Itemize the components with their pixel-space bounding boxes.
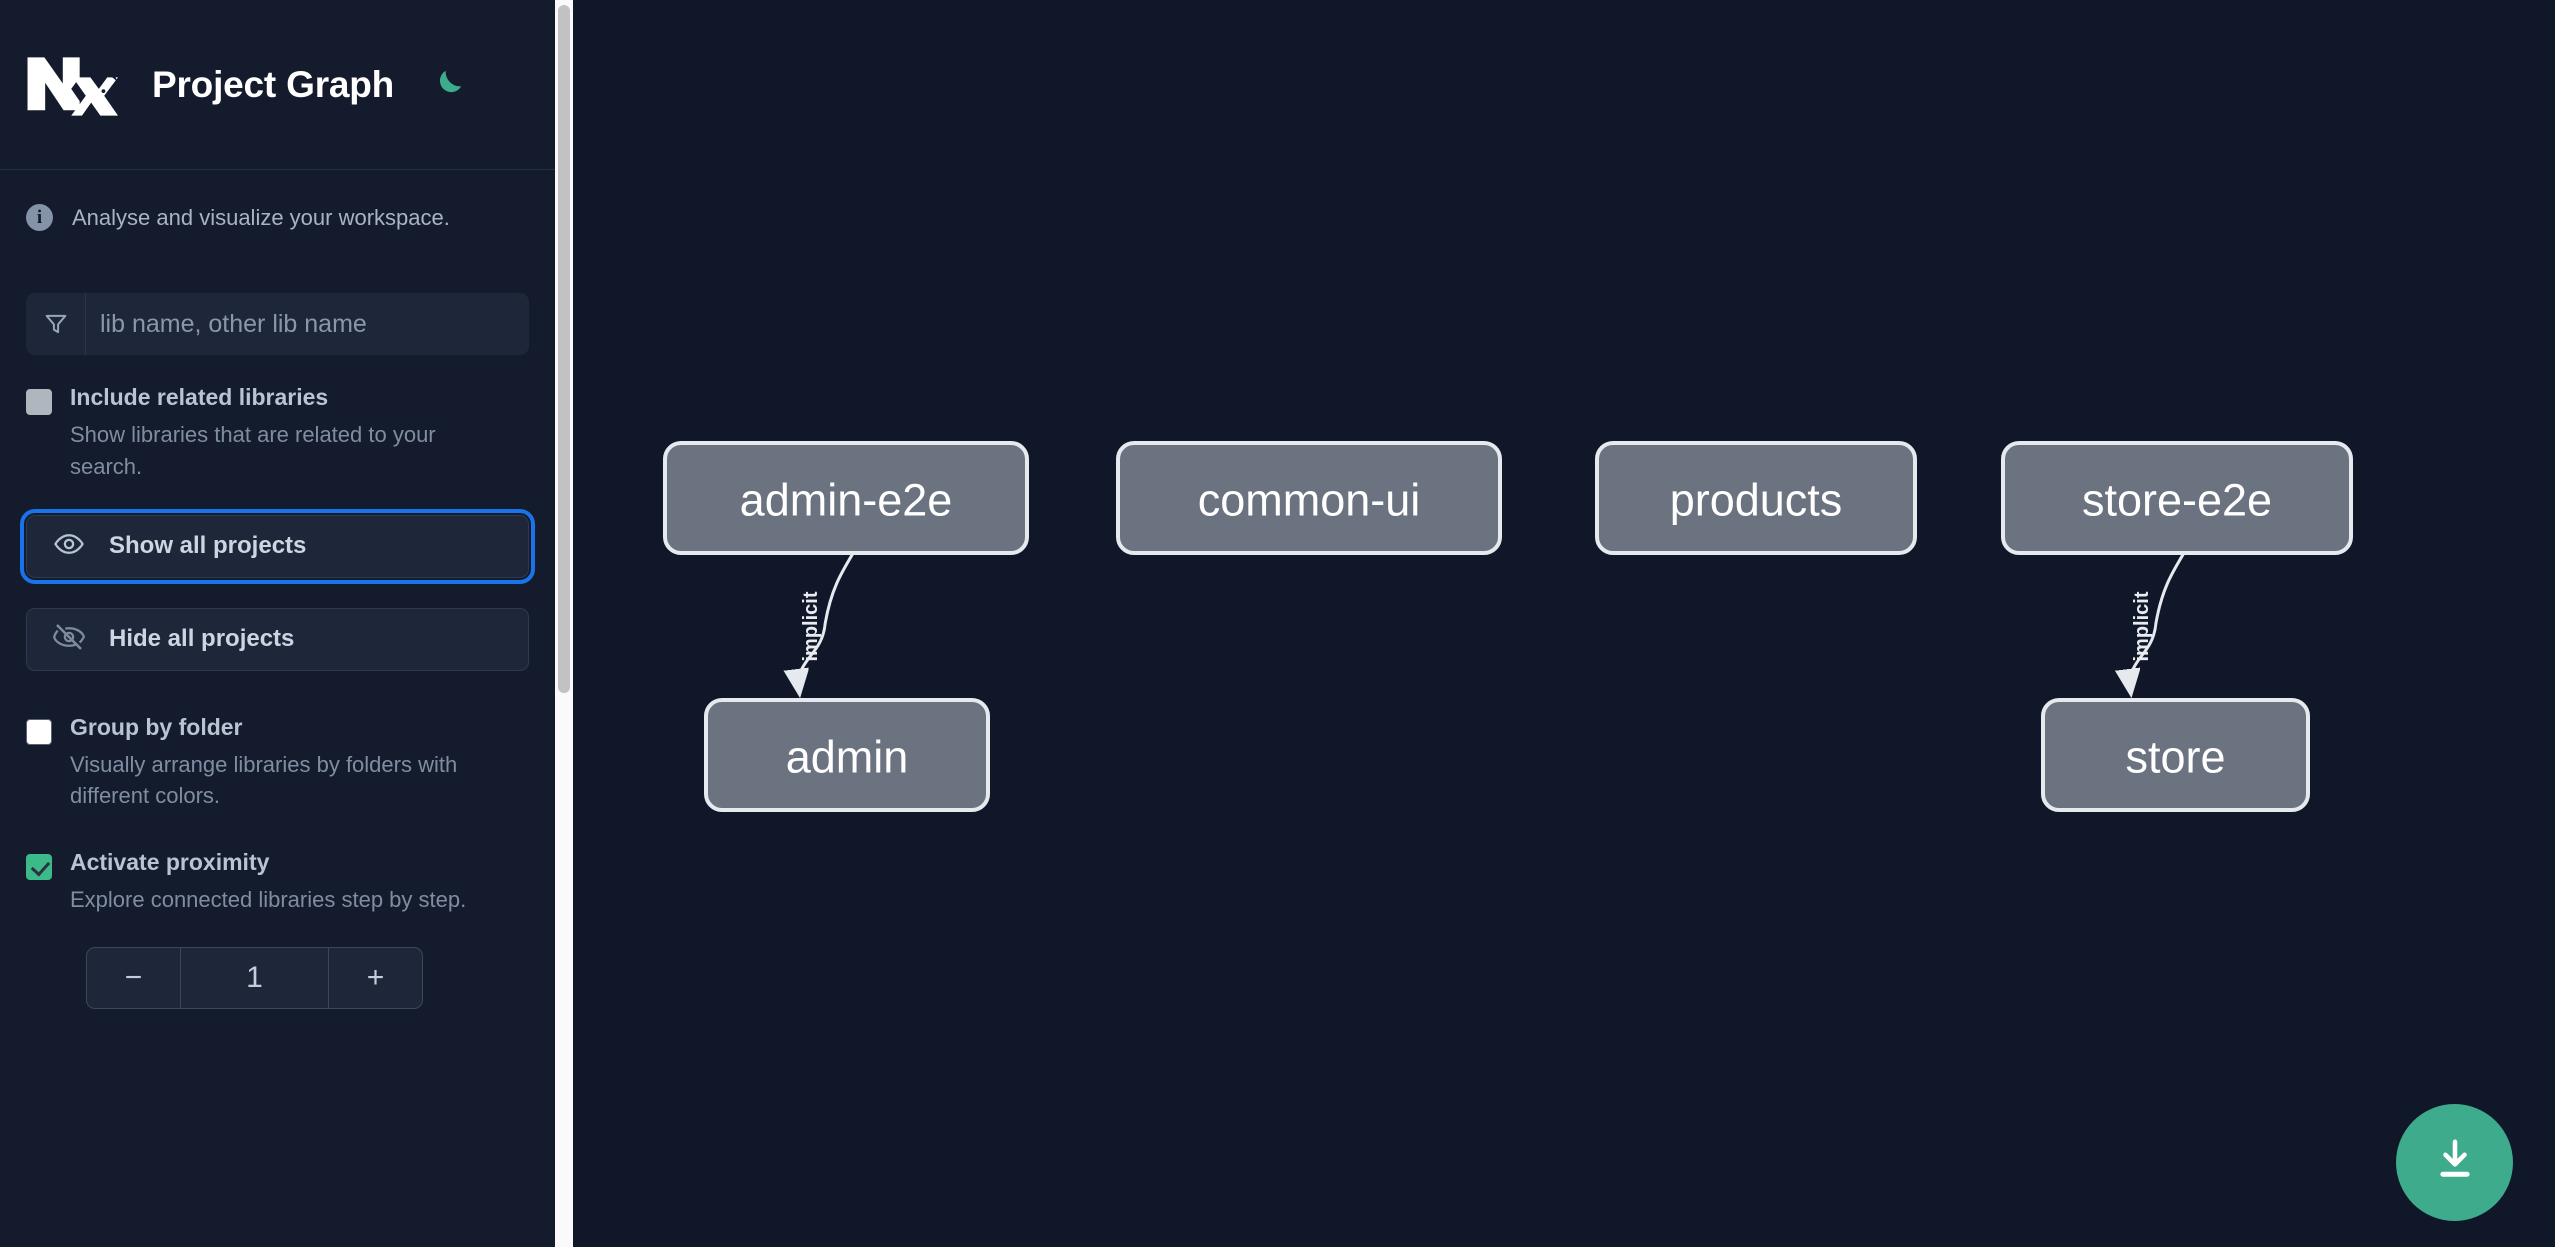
tagline-text: Analyse and visualize your workspace. [72,204,450,230]
graph-edges: implicit implicit [799,552,2186,690]
graph-node[interactable]: store-e2e [2001,441,2353,555]
graph-node-label: store-e2e [2082,475,2272,526]
graph-node[interactable]: store [2041,698,2310,812]
sidebar-header: Project Graph [0,0,555,170]
graph-edge-label: implicit [800,591,822,661]
graph-node-label: common-ui [1198,475,1421,526]
option-include-related-libraries: Include related libraries Show libraries… [26,355,529,482]
graph-node[interactable]: admin [704,698,990,812]
activate-proximity-description: Explore connected libraries step by step… [70,886,467,912]
moon-icon[interactable] [424,62,470,108]
page-title: Project Graph [152,63,395,105]
proximity-value: 1 [246,961,263,995]
option-activate-proximity: Activate proximity Explore connected lib… [26,812,529,916]
filter-row [26,293,529,355]
include-related-libraries-description: Show libraries that are related to your … [70,422,436,479]
group-by-folder-checkbox[interactable] [26,718,52,745]
eye-icon [53,528,85,565]
download-graph-button[interactable] [2396,1104,2513,1221]
option-group-by-folder: Group by folder Visually arrange librari… [26,671,529,812]
proximity-increment-button[interactable]: + [328,948,422,1009]
graph-node-label: store [2125,732,2225,783]
search-input[interactable] [86,293,529,355]
include-related-libraries-checkbox[interactable] [26,389,52,415]
graph-node-label: admin-e2e [740,475,953,526]
eye-off-icon [53,621,85,658]
tagline: i Analyse and visualize your workspace. [0,170,555,265]
hide-all-projects-button[interactable]: Hide all projects [26,607,529,671]
show-all-projects-button[interactable]: Show all projects [20,508,535,584]
group-by-folder-label[interactable]: Group by folder [70,713,243,740]
graph-node-label: products [1670,475,1843,526]
sidebar-scrollbar[interactable] [555,0,573,1247]
hide-all-projects-label: Hide all projects [109,625,295,653]
include-related-libraries-label[interactable]: Include related libraries [70,384,329,410]
show-all-projects-label: Show all projects [109,532,307,560]
project-graph-canvas[interactable]: implicit implicit admin-e2e common-ui produ… [573,0,2555,1247]
activate-proximity-checkbox[interactable] [26,853,52,880]
sidebar-scrollbar-thumb[interactable] [558,5,570,693]
sidebar: Project Graph i Analyse and visualize yo… [0,0,555,1247]
graph-edge[interactable]: implicit [2130,552,2186,690]
graph-node-label: admin [786,732,909,783]
download-icon [2429,1134,2481,1191]
proximity-decrement-button[interactable]: − [87,948,181,1009]
graph-node[interactable]: products [1595,441,1917,555]
activate-proximity-label[interactable]: Activate proximity [70,848,270,875]
nx-logo [27,56,118,116]
graph-edge-label: implicit [2131,591,2153,661]
graph-node[interactable]: admin-e2e [663,441,1029,555]
proximity-stepper: − 1 + [86,947,423,1010]
graph-node[interactable]: common-ui [1116,441,1502,555]
group-by-folder-description: Visually arrange libraries by folders wi… [70,752,458,809]
graph-nodes: admin-e2e common-ui products store-e2e admin… [663,441,2353,812]
filter-icon [26,293,86,355]
info-icon: i [26,204,53,231]
graph-svg: implicit implicit admin-e2e common-ui produ… [663,441,2353,812]
graph-edge[interactable]: implicit [799,552,855,690]
